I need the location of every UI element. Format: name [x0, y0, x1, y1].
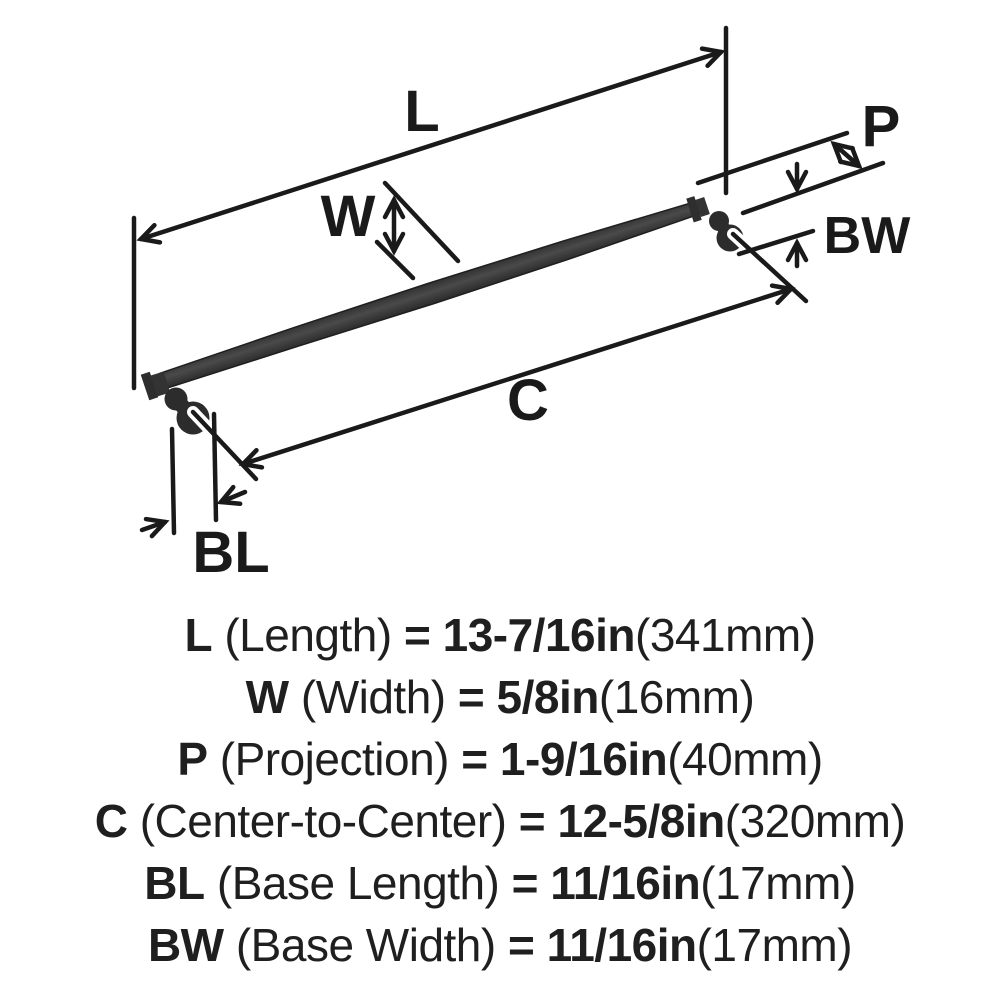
handle-dimension-drawing: L W P BW C BL — [131, 25, 911, 585]
dimension-lines — [131, 25, 886, 539]
spec-equals: = — [461, 733, 488, 785]
label-center-to-center: C — [507, 368, 549, 433]
spec-name: (Width) — [300, 671, 446, 723]
spec-row-length: L (Length) = 13-7/16in(341mm) — [0, 604, 1000, 666]
p-dimension-arrow — [830, 140, 863, 170]
spec-value-in: 13-7/16in — [442, 609, 636, 661]
handle-right-cap — [695, 196, 710, 218]
label-base-length: BL — [192, 520, 269, 585]
bl-arrow-left — [216, 484, 248, 507]
spec-label: BW — [147, 919, 224, 971]
spec-value-mm: (341mm) — [635, 609, 816, 661]
p-line-upper — [695, 130, 850, 186]
dimension-labels: L W P BW C BL — [192, 79, 911, 585]
handle-left-flange — [140, 371, 159, 401]
spec-label: C — [94, 795, 128, 847]
spec-list: L (Length) = 13-7/16in(341mm) W (Width) … — [0, 604, 1000, 976]
left-post-centerline — [190, 409, 259, 482]
label-length: L — [404, 79, 439, 144]
bl-line-left — [169, 426, 177, 536]
handle-left-cap — [150, 371, 171, 397]
spec-value-mm: (40mm) — [667, 733, 823, 785]
spec-name: (Center-to-Center) — [139, 795, 507, 847]
spec-row-width: W (Width) = 5/8in(16mm) — [0, 666, 1000, 728]
label-projection: P — [862, 94, 901, 159]
spec-value-in: 11/16in — [550, 857, 701, 909]
spec-row-projection: P (Projection) = 1-9/16in(40mm) — [0, 728, 1000, 790]
spec-row-center-to-center: C (Center-to-Center) = 12-5/8in(320mm) — [0, 790, 1000, 852]
label-base-width: BW — [824, 207, 912, 265]
spec-equals: = — [511, 857, 539, 909]
spec-row-base-length: BL (Base Length) = 11/16in(17mm) — [0, 852, 1000, 914]
l-dimension-arrow — [136, 46, 726, 245]
bl-line-right — [211, 411, 219, 523]
spec-equals: = — [518, 795, 546, 847]
spec-equals: = — [457, 671, 485, 723]
spec-name: (Length) — [224, 609, 392, 661]
spec-equals: = — [403, 609, 431, 661]
spec-label: BL — [144, 857, 205, 909]
spec-value-in: 11/16in — [546, 919, 697, 971]
spec-equals: = — [508, 919, 535, 971]
spec-label: L — [184, 609, 213, 661]
c-dimension-arrow — [238, 283, 796, 470]
spec-value-mm: (16mm) — [598, 671, 755, 723]
spec-row-base-width: BW (Base Width) = 11/16in(17mm) — [0, 914, 1000, 976]
spec-name: (Base Length) — [216, 857, 500, 909]
spec-value-in: 12-5/8in — [557, 795, 725, 847]
spec-value-mm: (17mm) — [700, 857, 856, 909]
bl-arrow-right — [139, 516, 170, 539]
label-width: W — [321, 184, 376, 249]
spec-value-in: 1-9/16in — [499, 733, 668, 785]
spec-label: W — [245, 671, 289, 723]
spec-name: (Projection) — [219, 733, 450, 785]
spec-name: (Base Width) — [235, 919, 496, 971]
spec-value-mm: (320mm) — [724, 795, 906, 847]
spec-value-in: 5/8in — [496, 671, 600, 723]
p-line-lower — [740, 160, 886, 216]
spec-value-mm: (17mm) — [696, 919, 853, 971]
handle-right-flange — [686, 196, 702, 223]
spec-label: P — [177, 733, 208, 785]
